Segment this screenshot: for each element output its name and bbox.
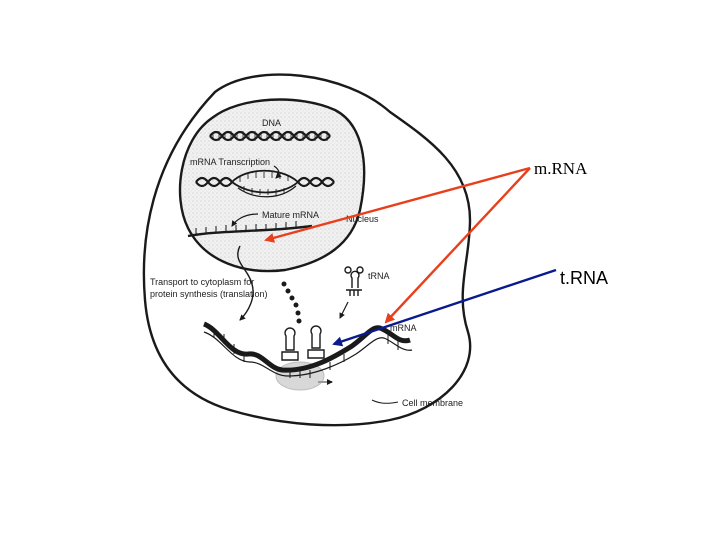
dna-helix [209,130,331,142]
label-transport-line1: Transport to cytoplasm for [150,277,254,287]
label-nucleus: Nucleus [346,214,379,224]
trna-callout-arrow [332,268,557,347]
transport-path [237,245,254,321]
callout-mrna: m.RNA [534,159,588,178]
label-cell-membrane: Cell membrane [402,398,463,408]
label-mrna-transcription: mRNA Transcription [190,157,270,167]
label-transport-line2: protein synthesis (translation) [150,289,268,299]
transcription-helix [195,165,335,198]
polypeptide-chain [281,281,302,324]
free-trna [344,266,364,296]
free-trna-arrow [339,301,349,319]
label-dna: DNA [262,118,281,128]
label-mrna-small: mRNA [390,323,417,333]
label-trna-small: tRNA [368,271,390,281]
bound-trna [281,325,325,361]
mature-mrna-strand [187,213,313,238]
callout-trna: t.RNA [560,268,608,288]
label-mature-mrna: Mature mRNA [262,210,319,220]
mrna-callout-arrows [264,166,531,324]
cell-membrane-pointer [371,399,399,404]
